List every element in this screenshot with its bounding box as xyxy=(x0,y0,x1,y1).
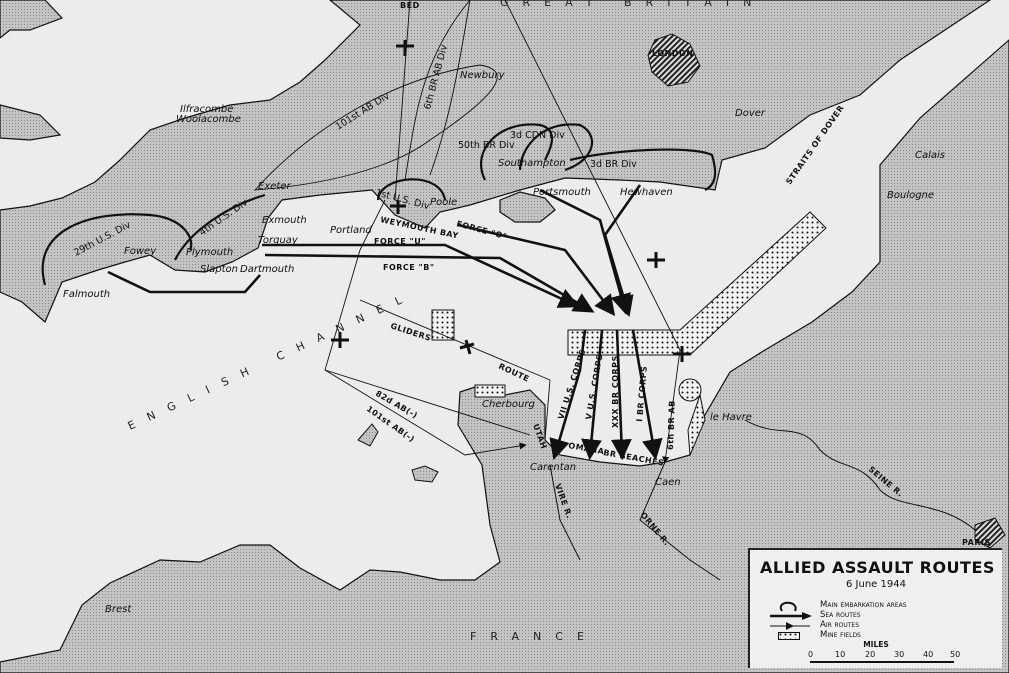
place-label: Plymouth xyxy=(186,247,233,258)
aircraft-icon xyxy=(459,339,475,355)
air-route-arrow-icon xyxy=(770,622,810,630)
place-label: PARIS xyxy=(962,538,991,547)
corps-label: XXX BR CORPS xyxy=(611,355,620,428)
scale-label: MILES xyxy=(863,640,889,649)
air-routes xyxy=(253,0,681,464)
legend-item-label: Main embarkation areas xyxy=(820,600,907,610)
place-label: Exmouth xyxy=(262,215,307,226)
place-label: Cherbourg xyxy=(482,399,535,410)
region-france: FRANCE xyxy=(470,630,598,643)
isle-of-wight xyxy=(499,191,556,223)
unit-label: 3d BR Div xyxy=(590,159,637,170)
land-england xyxy=(0,0,992,323)
place-label: Southampton xyxy=(498,158,566,169)
place-label: Torquay xyxy=(258,235,299,246)
place-label: BED xyxy=(400,1,420,10)
place-label: Slapton xyxy=(200,264,238,275)
orne-river xyxy=(639,461,721,581)
legend-item-label: Mine fields xyxy=(820,630,861,640)
unit-label: 3d CDN Div xyxy=(510,130,565,141)
place-label: Newbury xyxy=(460,70,506,81)
legend: ALLIED ASSAULT ROUTES 6 June 1944 Main e… xyxy=(748,548,1002,668)
aircraft-icon xyxy=(673,346,691,362)
land-france xyxy=(0,39,1009,673)
place-label: le Havre xyxy=(710,412,752,423)
sea-route-arrow-icon xyxy=(770,612,812,620)
scale-tick: 30 xyxy=(894,650,905,659)
place-label: Ilfracombe xyxy=(180,104,233,115)
place-label: Fowey xyxy=(124,246,157,257)
aircraft-icon xyxy=(390,200,406,214)
channel-island-guernsey xyxy=(357,423,379,447)
place-label: Calais xyxy=(915,150,945,161)
place-label: Portland xyxy=(330,225,372,236)
scale-tick: 20 xyxy=(865,650,876,659)
map-date: 6 June 1944 xyxy=(846,579,906,590)
mine-field-cherbourg xyxy=(474,384,506,398)
legend-item-label: Sea routes xyxy=(820,610,861,620)
mine-field-havre xyxy=(687,393,706,456)
place-label: Dover xyxy=(735,108,766,119)
scale-tick: 10 xyxy=(835,650,846,659)
place-label: Poole xyxy=(430,197,457,208)
sea-routes xyxy=(107,184,663,461)
place-label: Exeter xyxy=(258,181,291,192)
scale-tick: 0 xyxy=(808,650,814,659)
place-label: Brest xyxy=(105,604,132,615)
corps-label: 6th BR AB xyxy=(666,400,677,450)
scale-tick: 50 xyxy=(950,650,961,659)
force-label: FORCE "B" xyxy=(383,263,434,272)
map-title: ALLIED ASSAULT ROUTES xyxy=(760,558,995,577)
london-area xyxy=(647,33,701,87)
aircraft-icon xyxy=(647,252,665,268)
embarkation-arc-icon xyxy=(779,601,797,612)
mine-field-channel xyxy=(567,211,827,356)
unit-label: 50th BR Div xyxy=(458,140,515,151)
mine-field-circle xyxy=(678,378,702,402)
mine-field-small xyxy=(431,309,455,341)
channel-island-jersey xyxy=(411,465,439,483)
place-label: Caen xyxy=(655,477,681,488)
vire-river xyxy=(549,464,581,561)
legend-item-label: Air routes xyxy=(820,620,860,630)
region-great-britain: GREAT BRITAIN xyxy=(500,0,765,9)
aircraft-icon xyxy=(396,40,414,56)
paris-area xyxy=(974,517,1006,549)
place-label: Woolacombe xyxy=(176,114,241,125)
land-wales xyxy=(0,0,64,39)
place-label: Carentan xyxy=(530,462,576,473)
place-label: Portsmouth xyxy=(533,187,591,198)
embarkation-areas xyxy=(41,123,717,286)
scale-line xyxy=(810,661,954,663)
scale-tick: 40 xyxy=(923,650,934,659)
force-label: FORCE "U" xyxy=(374,237,426,246)
aircraft-icon xyxy=(331,332,349,348)
place-label: Falmouth xyxy=(63,289,110,300)
place-label: Boulogne xyxy=(887,190,934,201)
seine-river xyxy=(744,419,976,531)
mine-field-icon xyxy=(778,632,800,640)
place-label: Hewhaven xyxy=(620,187,673,198)
land-wales-south xyxy=(0,104,62,141)
place-label: Dartmouth xyxy=(240,264,294,275)
place-label: LONDON xyxy=(652,49,693,58)
